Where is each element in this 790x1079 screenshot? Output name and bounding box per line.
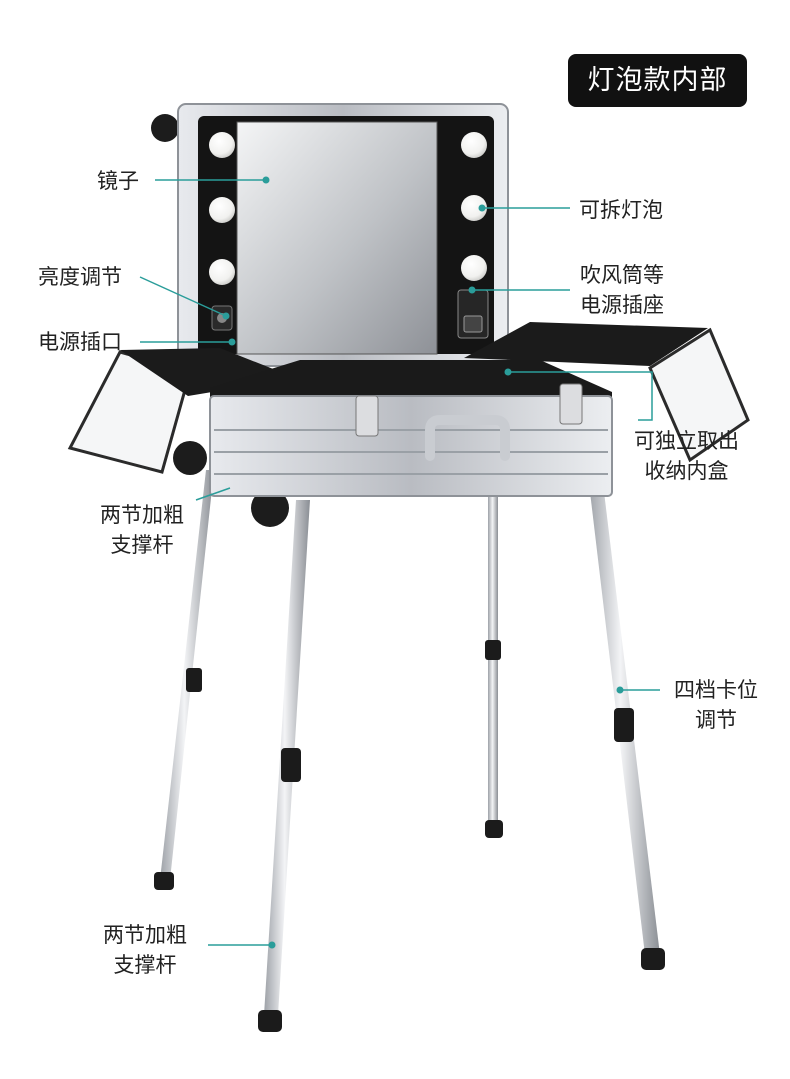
leader-dot (228, 338, 236, 346)
leg-joint (186, 668, 202, 692)
leg-joint (614, 708, 634, 742)
mirror-glass (236, 121, 438, 355)
case-top-rim (210, 360, 612, 404)
leader-dot (222, 312, 230, 320)
combination-lock-icon (355, 395, 379, 437)
case-aluminum-body (209, 395, 613, 497)
leader-tray (508, 371, 653, 421)
leader-dot (478, 204, 486, 212)
callout-rod-top-line1: 两节加粗 (100, 503, 184, 527)
leader-dot (262, 176, 270, 184)
support-legs (154, 470, 665, 1032)
leader-dot (468, 286, 476, 294)
callout-power-port: 电源插口 (38, 330, 122, 354)
callout-tray: 可独立取出 收纳内盒 (634, 426, 739, 486)
leader-brightness (139, 276, 227, 317)
vanity-bulb-icon (461, 255, 487, 281)
caster-wheels (151, 114, 289, 527)
right-mirror-panel (648, 327, 750, 463)
callout-rod-top-line2: 支撑杆 (110, 533, 174, 557)
right-tray (464, 322, 750, 463)
caster-wheel-icon (251, 489, 289, 527)
caster-wheel-icon (151, 114, 179, 142)
vanity-bulb-icon (209, 197, 235, 223)
callout-socket-line1: 吹风筒等 (580, 263, 664, 287)
socket-outlet (463, 315, 483, 333)
right-tray-shelf (464, 322, 708, 366)
leg-foot (258, 1010, 282, 1032)
case-handle (425, 415, 510, 461)
callout-removable-bulb: 可拆灯泡 (579, 198, 663, 222)
leg-foot (154, 872, 174, 890)
callout-tray-line2: 收纳内盒 (644, 459, 729, 483)
vanity-bulb-icon (461, 195, 487, 221)
case-lid (177, 103, 509, 367)
caster-wheel-icon (173, 441, 207, 475)
callout-brightness: 亮度调节 (38, 265, 122, 289)
leader-dot (268, 941, 276, 949)
callout-tray-line1: 可独立取出 (634, 429, 739, 453)
leader-dot (504, 368, 512, 376)
leader-rod-top (195, 487, 231, 501)
leader-dot (616, 686, 624, 694)
callout-leader-lines (139, 176, 660, 949)
callout-lock: 四档卡位 调节 (674, 675, 758, 735)
leg-foot (485, 820, 503, 838)
combination-lock-icon (559, 383, 583, 425)
callout-lock-line2: 调节 (695, 708, 737, 732)
callout-rod-bottom-line2: 支撑杆 (113, 953, 177, 977)
callout-rod-top: 两节加粗 支撑杆 (100, 500, 184, 560)
callout-rod-bottom: 两节加粗 支撑杆 (103, 920, 187, 980)
callout-lock-line1: 四档卡位 (674, 678, 758, 702)
vanity-bulb-icon (209, 259, 235, 285)
leg-foot (641, 948, 665, 970)
callout-mirror: 镜子 (97, 169, 139, 193)
leg-joint (485, 640, 501, 660)
callout-socket: 吹风筒等 电源插座 (580, 260, 664, 320)
vanity-bulb-icon (461, 132, 487, 158)
callout-socket-line2: 电源插座 (580, 293, 664, 317)
leg-joint (281, 748, 301, 782)
bulb-model-badge: 灯泡款内部 (568, 54, 747, 107)
vanity-bulb-icon (209, 132, 235, 158)
case-body (209, 360, 613, 497)
callout-rod-bottom-line1: 两节加粗 (103, 923, 187, 947)
